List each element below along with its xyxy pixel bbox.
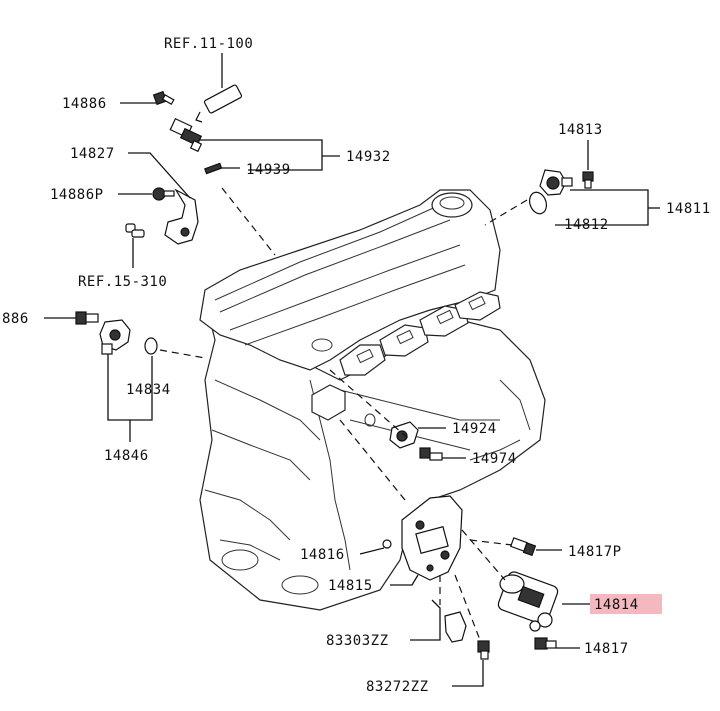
label-14815[interactable]: 14815 [328, 578, 373, 594]
bolt-14974 [419, 447, 443, 461]
label-14814[interactable]: 14814 [594, 597, 639, 613]
highlight-14814 [590, 594, 662, 614]
bracket-14827 [164, 188, 199, 245]
clip-83303zz [444, 611, 467, 643]
bolt-14813 [582, 171, 594, 189]
assembly-lines [159, 187, 528, 641]
label-14886-left[interactable]: 886 [2, 311, 29, 327]
bolt-14886p [152, 187, 175, 201]
engine-block [199, 189, 546, 611]
label-14811[interactable]: 14811 [666, 201, 711, 217]
stud-ref-15-310 [125, 223, 145, 238]
crank-sensor-14846 [99, 319, 131, 355]
label-14827[interactable]: 14827 [70, 146, 115, 162]
oil-pressure-switch [169, 117, 203, 153]
bolt-83272zz [477, 640, 490, 660]
label-14886-top[interactable]: 14886 [62, 96, 107, 112]
label-ref-11-100[interactable]: REF.11-100 [164, 36, 253, 52]
label-14886p[interactable]: 14886P [50, 187, 104, 203]
label-ref-15-310[interactable]: REF.15-310 [78, 274, 167, 290]
sealant-tube [195, 84, 243, 123]
valve-bracket-14815 [401, 495, 463, 581]
egr-valve-14814 [497, 571, 559, 632]
bolt-14817p [509, 537, 537, 557]
bolt-14886-left [75, 311, 99, 325]
o-ring-14812 [528, 191, 548, 215]
label-14812[interactable]: 14812 [564, 217, 609, 233]
label-83272zz[interactable]: 83272ZZ [366, 679, 429, 695]
label-14974[interactable]: 14974 [472, 451, 517, 467]
bolt-14886-top [152, 90, 175, 106]
label-83303zz[interactable]: 83303ZZ [326, 633, 389, 649]
label-14846[interactable]: 14846 [104, 448, 149, 464]
cam-position-sensor-14811 [539, 169, 573, 196]
label-14816[interactable]: 14816 [300, 547, 345, 563]
label-14939[interactable]: 14939 [246, 162, 291, 178]
label-14817[interactable]: 14817 [584, 641, 629, 657]
o-ring-14834 [144, 337, 158, 355]
bolt-14817 [534, 637, 557, 650]
label-14813[interactable]: 14813 [558, 122, 603, 138]
label-14932[interactable]: 14932 [346, 149, 391, 165]
pin-14939 [204, 162, 223, 175]
leader-lines [44, 53, 660, 687]
label-14817p[interactable]: 14817P [568, 544, 622, 560]
label-14834[interactable]: 14834 [126, 382, 171, 398]
bolt-14816 [382, 539, 392, 549]
label-14924[interactable]: 14924 [452, 421, 497, 437]
